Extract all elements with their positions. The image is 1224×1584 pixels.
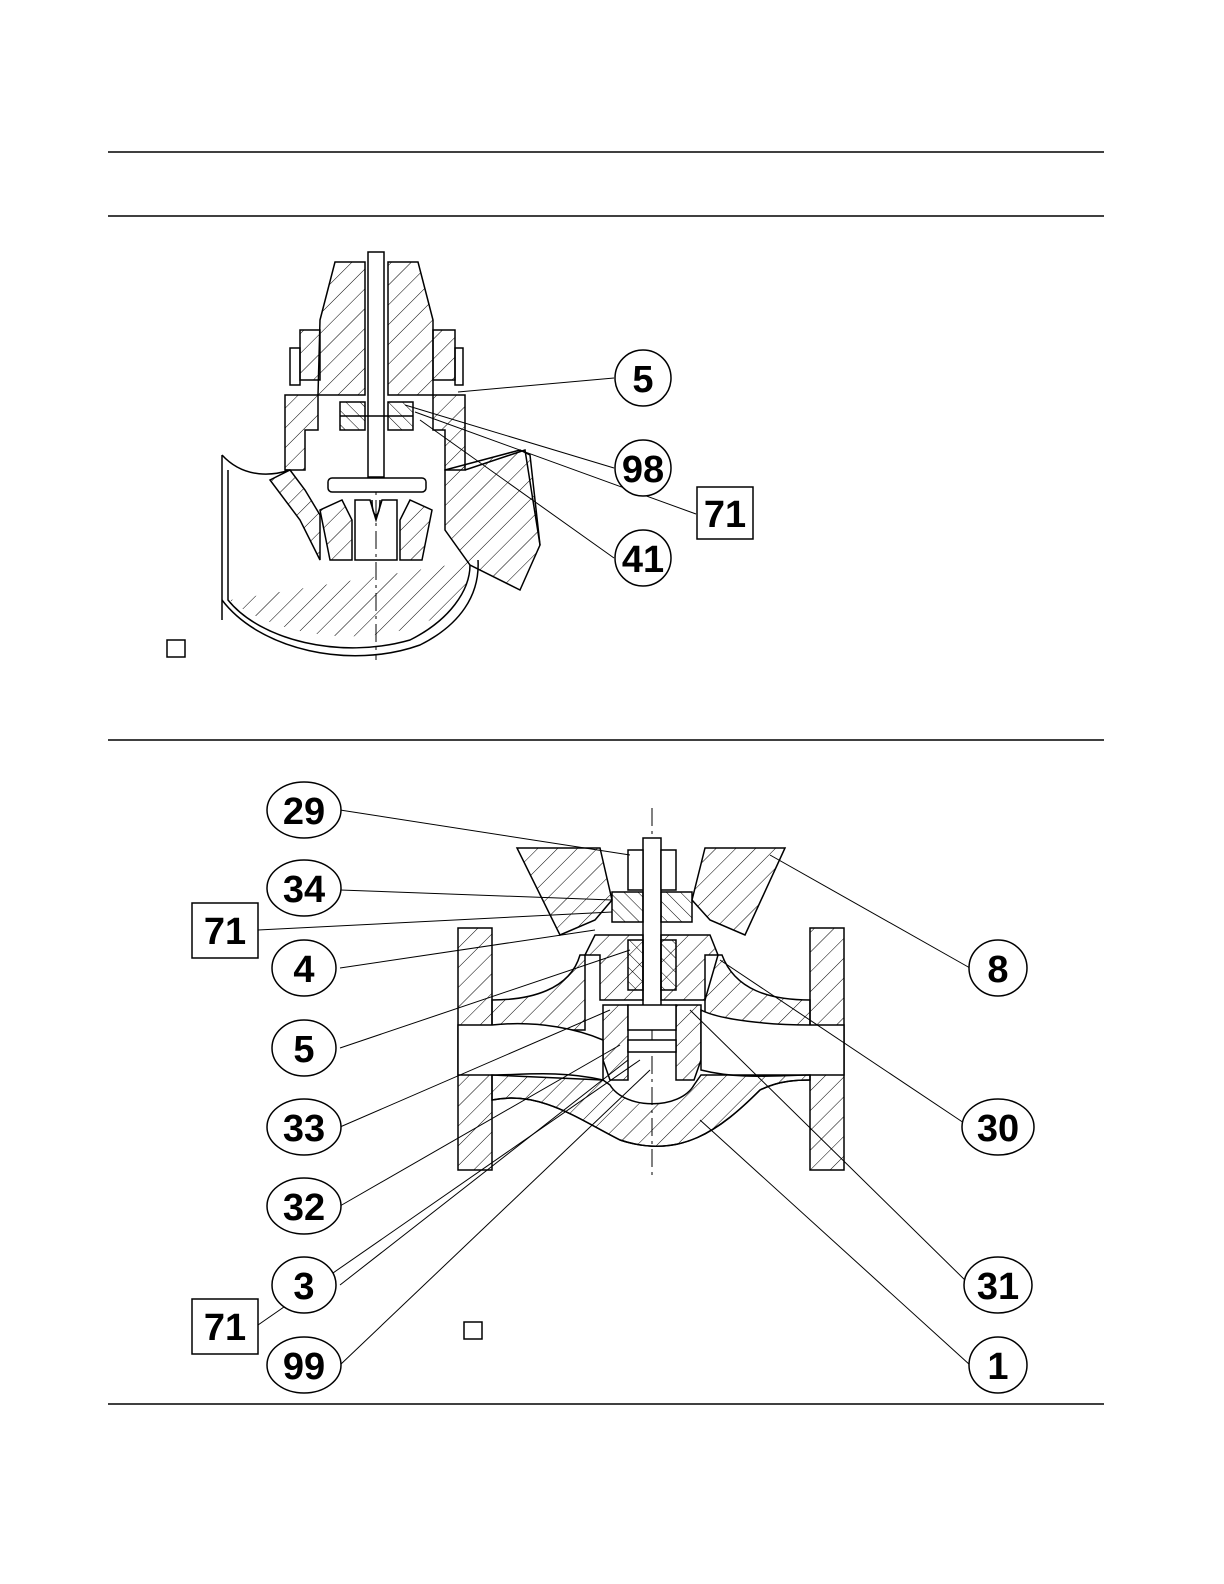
bottom-callout-71-box-upper: 71 xyxy=(192,903,258,958)
svg-text:99: 99 xyxy=(283,1346,325,1388)
svg-text:71: 71 xyxy=(704,494,746,536)
svg-text:29: 29 xyxy=(283,791,325,833)
bottom-callout-71-box-lower: 71 xyxy=(192,1299,258,1354)
top-callout-71-box: 71 xyxy=(697,487,753,539)
svg-text:4: 4 xyxy=(293,949,314,991)
svg-text:8: 8 xyxy=(987,949,1008,991)
bottom-callout-99: 99 xyxy=(267,1337,341,1393)
bottom-callout-1: 1 xyxy=(969,1337,1027,1393)
bottom-caption-checkbox xyxy=(464,1322,482,1339)
svg-text:33: 33 xyxy=(283,1108,325,1150)
svg-text:1: 1 xyxy=(987,1346,1008,1388)
top-valve-section xyxy=(222,252,540,660)
bottom-callout-4: 4 xyxy=(272,940,336,996)
svg-text:71: 71 xyxy=(204,1307,246,1349)
bottom-callout-5: 5 xyxy=(272,1020,336,1076)
svg-text:5: 5 xyxy=(632,359,653,401)
bottom-callout-34: 34 xyxy=(267,860,341,916)
svg-text:32: 32 xyxy=(283,1187,325,1229)
top-caption-checkbox xyxy=(167,640,185,657)
svg-text:3: 3 xyxy=(293,1266,314,1308)
svg-text:31: 31 xyxy=(977,1266,1019,1308)
bottom-callout-3: 3 xyxy=(272,1257,336,1313)
bottom-callout-31: 31 xyxy=(964,1257,1032,1313)
svg-text:34: 34 xyxy=(283,869,325,911)
bottom-callout-30: 30 xyxy=(962,1099,1034,1155)
bottom-callout-32: 32 xyxy=(267,1178,341,1234)
svg-text:98: 98 xyxy=(622,449,664,491)
svg-text:41: 41 xyxy=(622,539,664,581)
bottom-callout-29: 29 xyxy=(267,782,341,838)
top-callout-5: 5 xyxy=(615,350,671,406)
svg-text:71: 71 xyxy=(204,911,246,953)
svg-text:30: 30 xyxy=(977,1108,1019,1150)
top-callout-41: 41 xyxy=(615,530,671,586)
bottom-callout-8: 8 xyxy=(969,940,1027,996)
svg-text:5: 5 xyxy=(293,1029,314,1071)
bottom-callout-33: 33 xyxy=(267,1099,341,1155)
top-callout-98: 98 xyxy=(615,440,671,496)
